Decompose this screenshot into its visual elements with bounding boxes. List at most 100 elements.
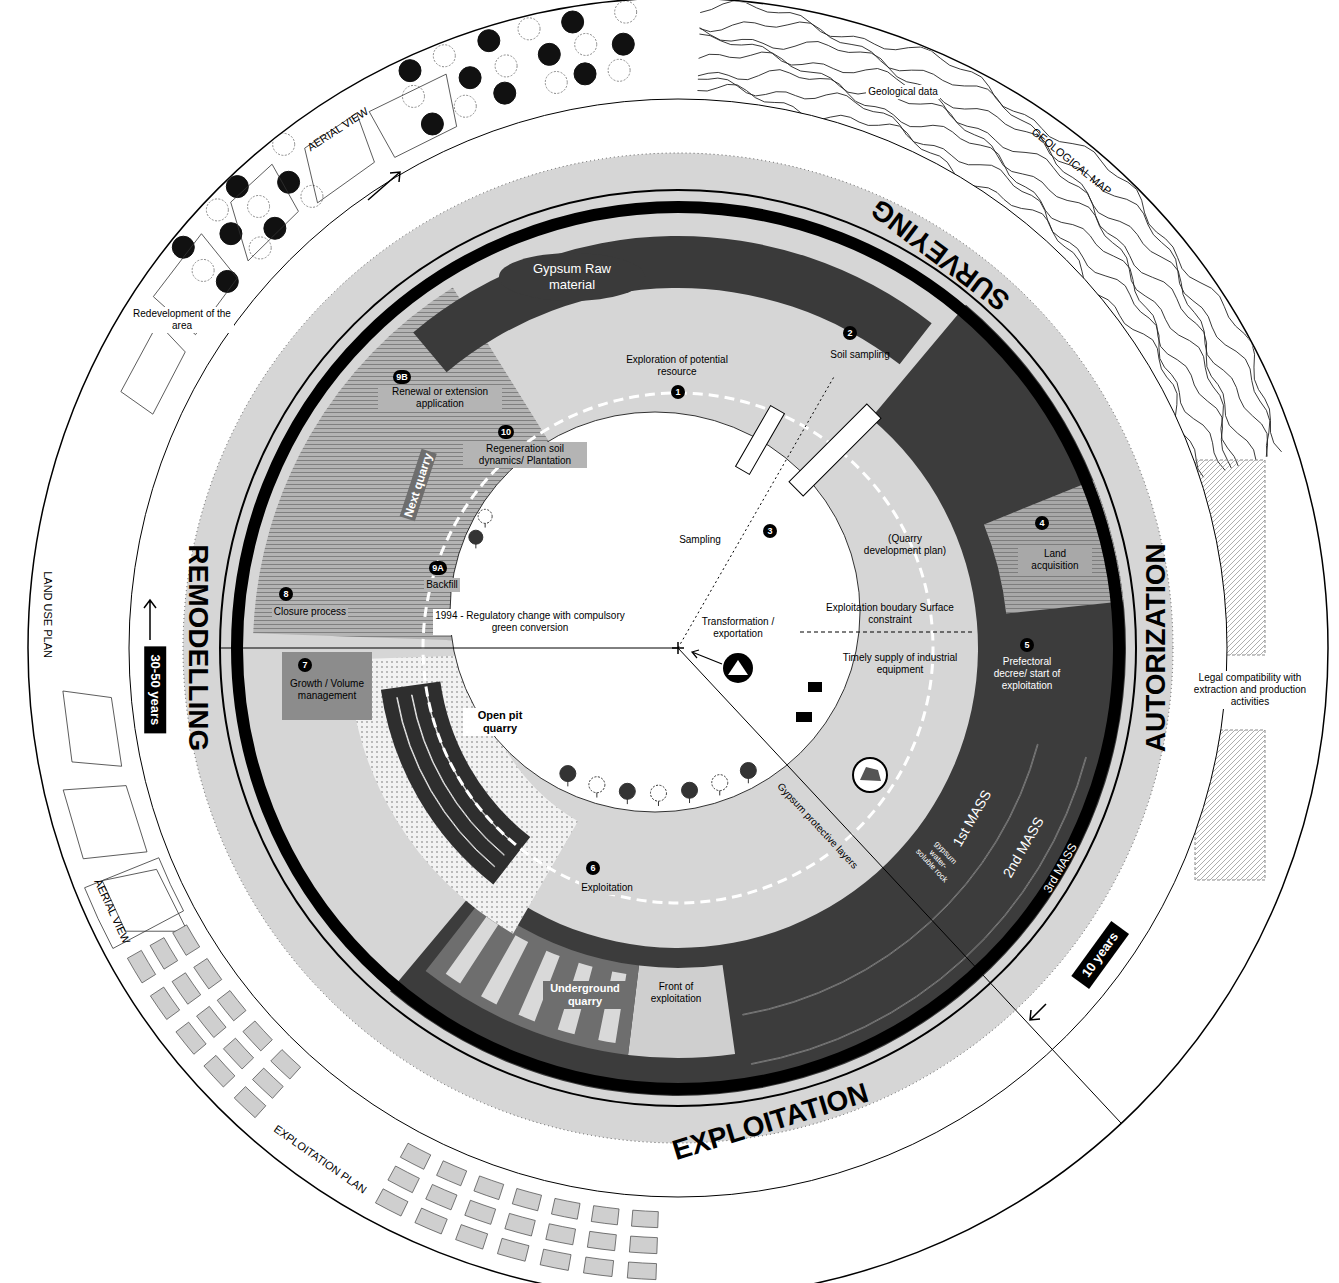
- building-block: [627, 1262, 656, 1280]
- tree-symbol: [612, 33, 634, 55]
- building-block: [194, 958, 222, 988]
- tree-symbol: [226, 176, 248, 198]
- tree-symbol: [399, 60, 421, 82]
- tree-crown: [560, 766, 576, 782]
- legal-zone: [1195, 730, 1265, 880]
- label-text: Timely supply of industrial equipment: [838, 651, 962, 677]
- tree-symbol: [494, 82, 516, 104]
- label-text: Prefectoral decree/ start of exploitatio…: [985, 655, 1069, 693]
- callout-number: 9A: [429, 561, 447, 575]
- label-text: Soil sampling: [828, 348, 892, 362]
- building-block: [204, 1055, 235, 1087]
- label-text: Geological data: [866, 85, 940, 99]
- tree-crown: [478, 509, 492, 523]
- time-arrow: [368, 172, 400, 200]
- aerial-detail: [85, 858, 184, 949]
- label-text: GEOLOGICAL MAP: [1026, 124, 1115, 200]
- callout-number: 2: [843, 326, 857, 340]
- tree-crown: [589, 777, 605, 793]
- node-text: 30-50 years: [147, 655, 163, 726]
- label-text: Underground quarry: [543, 981, 627, 1009]
- tree-symbol: [562, 11, 584, 33]
- callout-number: 8: [279, 587, 293, 601]
- black-ring: [220, 190, 1136, 1106]
- land-parcel: [369, 74, 456, 157]
- growth-zone: [282, 652, 372, 720]
- building-block: [583, 1257, 613, 1276]
- building-block: [551, 1198, 580, 1219]
- raw-material-node: Gypsum Raw material: [499, 253, 645, 300]
- outer-circle: [28, 0, 1328, 1283]
- mountain-icon: [728, 660, 748, 675]
- tree-symbol: [220, 223, 242, 245]
- label-text: Backfill: [424, 578, 460, 592]
- building-block: [415, 1208, 447, 1234]
- building-block: [197, 1006, 226, 1037]
- tree-symbol: [248, 195, 270, 217]
- building-block: [426, 1184, 457, 1209]
- building-block: [631, 1210, 658, 1227]
- building-block: [252, 1068, 283, 1098]
- tree-symbol: [545, 71, 567, 93]
- tree-crown: [650, 785, 666, 801]
- tree-crown: [469, 530, 483, 544]
- center-cross: [672, 642, 684, 654]
- label-text: 1st MASS: [947, 785, 996, 852]
- node-text: Gypsum Raw material: [517, 261, 627, 292]
- duration-box: 30-50 years: [144, 647, 166, 734]
- tree-symbol: [273, 133, 295, 155]
- label-text: Growth / Volume management: [285, 677, 369, 703]
- label-text: EXPLOITATION PLAN: [269, 1121, 371, 1199]
- tree-symbol: [192, 259, 214, 281]
- building-block: [629, 1236, 657, 1254]
- label-text: Front of exploitation: [639, 980, 713, 1006]
- building-block: [512, 1188, 541, 1210]
- label-text: Regeneration soil dynamics/ Plantation: [463, 442, 587, 468]
- tree-symbol: [278, 171, 300, 193]
- mass-band: [390, 305, 1126, 1096]
- export-arrow: [692, 650, 722, 664]
- map-band: [63, 1, 1282, 1280]
- callout-number: 7: [298, 658, 312, 672]
- tree-symbol: [264, 217, 286, 239]
- building-block: [400, 1143, 430, 1169]
- building-block: [223, 1038, 253, 1069]
- band-circle: [129, 99, 1227, 1197]
- front-zone: [628, 965, 735, 1058]
- label-text: AERIAL VIEW: [303, 104, 373, 157]
- label-text: Exploration of potential resource: [610, 353, 744, 379]
- label-text: Open pit quarry: [463, 708, 537, 736]
- building-block: [465, 1200, 496, 1224]
- building-block: [217, 991, 246, 1021]
- tree-symbol: [518, 18, 540, 40]
- building-block: [234, 1087, 266, 1118]
- rock-shape: [860, 767, 881, 781]
- building-block: [388, 1166, 419, 1193]
- label-text: AUTORIZATION: [1137, 542, 1173, 755]
- equipment-icon: [808, 682, 822, 692]
- divider-line: [220, 648, 678, 649]
- tree-crown: [619, 783, 635, 799]
- gallery-pillar: [481, 935, 528, 1004]
- label-text: 3rd MASS: [1038, 838, 1082, 897]
- callout-number: 6: [586, 861, 600, 875]
- equipment-icon: [796, 712, 812, 722]
- building-block: [127, 950, 155, 983]
- building-block: [150, 938, 178, 969]
- drill-tool: [736, 406, 785, 475]
- building-block: [591, 1206, 619, 1225]
- label-text: 2nd MASS: [997, 812, 1049, 883]
- building-block: [546, 1224, 576, 1245]
- label-text: AERIAL VIEW: [89, 875, 134, 948]
- duration-box: 10 years: [1071, 921, 1128, 989]
- callout-number: 4: [1035, 516, 1049, 530]
- rock-icon: [853, 758, 887, 792]
- label-text: Sampling: [677, 533, 723, 547]
- tree-symbol: [495, 55, 517, 77]
- land-parcel: [63, 786, 147, 859]
- building-block: [456, 1225, 488, 1249]
- label-text: Closure process: [272, 605, 348, 619]
- sampling-line: [678, 375, 835, 648]
